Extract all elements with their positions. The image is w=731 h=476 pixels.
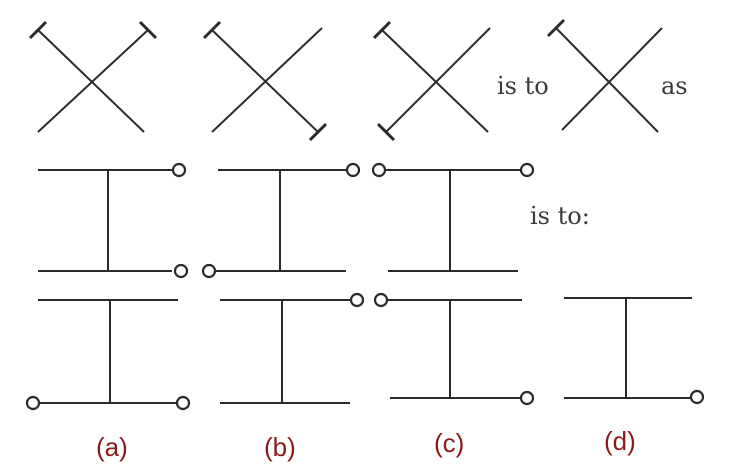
terminal-ring [689,389,705,405]
terminal-ring [173,263,189,279]
terminal-ring [349,292,365,308]
cap-mark [546,18,566,38]
cross-figure-3 [372,20,491,142]
option-d-figure [564,297,705,405]
ibeam-row2-2 [201,162,361,279]
terminal-ring [201,263,217,279]
is-to-text-1: is to [497,72,549,100]
terminal-ring [175,395,191,411]
terminal-ring [345,162,361,178]
cap-mark [138,20,158,40]
as-text: as [661,72,688,100]
terminal-ring [373,292,389,308]
option-b-label: (b) [264,432,296,462]
cap-mark [202,20,222,40]
option-d-label: (d) [604,426,636,456]
cross-figure-1 [28,20,158,133]
terminal-ring [171,162,187,178]
cap-mark [308,122,328,142]
option-a-label: (a) [96,432,128,462]
ibeam-row2-1 [38,162,189,279]
ibeam-row2-3 [371,162,535,272]
option-c-figure [373,292,535,406]
terminal-ring [371,162,387,178]
terminal-ring [25,395,41,411]
option-b-figure [220,292,365,404]
option-c-label: (c) [434,428,465,458]
cross-figure-2 [202,20,328,142]
is-to-text-2: is to: [530,202,590,230]
option-a-figure [25,299,191,411]
cap-mark [372,20,392,40]
cap-mark [28,20,48,40]
cross-figure-4 [546,18,663,133]
terminal-ring [519,162,535,178]
cap-mark [376,122,396,142]
terminal-ring [519,390,535,406]
